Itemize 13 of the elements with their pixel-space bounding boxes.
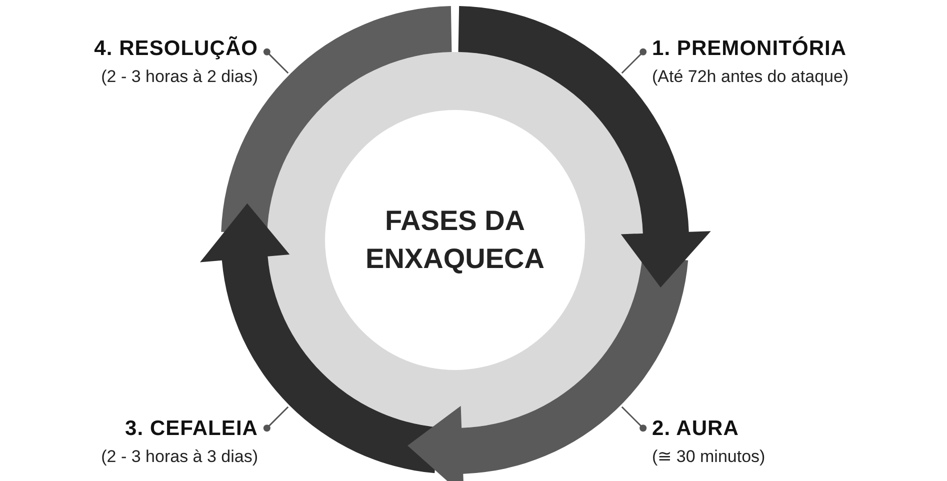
leader-line [621, 48, 647, 74]
leader-line [621, 406, 647, 432]
phase-title: 4. RESOLUÇÃO [94, 35, 258, 62]
phase-duration: (2 - 3 horas à 2 dias) [100, 66, 258, 88]
phase-title: 1. PREMONITÓRIA [652, 35, 848, 62]
phase-title: 3. CEFALEIA [124, 416, 258, 442]
center-title: FASES DA ENXAQUECA [364, 204, 546, 276]
phase-duration: (2 - 3 horas à 3 dias) [101, 446, 258, 468]
phase-duration: (Até 72h antes do ataque) [652, 66, 849, 88]
leader-line [263, 48, 289, 74]
phase-duration: (≅ 30 minutos) [652, 446, 766, 468]
phase-title: 2. AURA [652, 416, 740, 442]
leader-line [263, 406, 289, 432]
